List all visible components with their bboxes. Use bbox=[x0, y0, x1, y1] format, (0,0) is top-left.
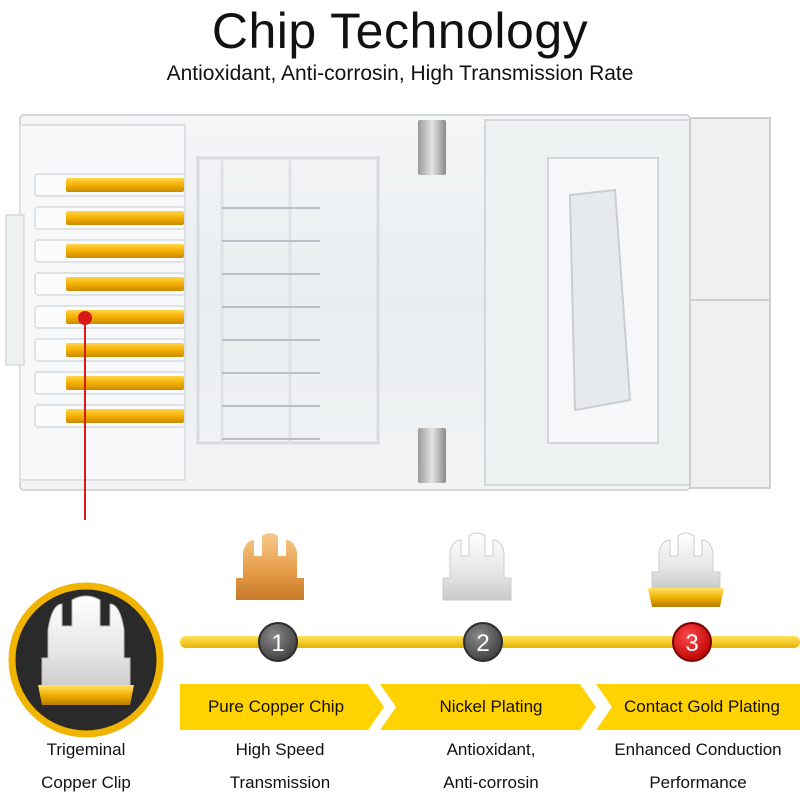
copper-clip-icon bbox=[8, 582, 164, 738]
gold-plated-chip-icon bbox=[648, 532, 724, 607]
nickel-chip-icon bbox=[442, 532, 512, 601]
step-2-caption: Antioxidant, Anti-corrosin bbox=[398, 733, 584, 799]
top-metal-clip bbox=[418, 120, 446, 175]
step-1-label: Pure Copper Chip bbox=[207, 697, 345, 716]
gold-contacts bbox=[34, 173, 320, 440]
gold-contact-pin bbox=[66, 211, 184, 225]
step-2-caption-line1: Antioxidant, bbox=[446, 740, 536, 759]
rear-shield bbox=[689, 117, 771, 489]
copper-chip-icon bbox=[236, 533, 304, 600]
step-1-caption-line1: High Speed bbox=[235, 740, 325, 759]
step-1-number: 1 bbox=[271, 630, 284, 657]
rj45-connector-illustration bbox=[5, 114, 771, 520]
step-2-arrow bbox=[380, 684, 596, 730]
step-3-caption-line1: Enhanced Conduction bbox=[614, 740, 782, 759]
step-3-caption-line2: Performance bbox=[649, 773, 747, 792]
step-1-caption: High Speed Transmission bbox=[190, 733, 370, 799]
step-2-caption-line2: Anti-corrosin bbox=[443, 773, 539, 792]
page-subtitle: Antioxidant, Anti-corrosin, High Transmi… bbox=[166, 62, 634, 85]
gold-contact-pin bbox=[66, 310, 184, 324]
step-2-number: 2 bbox=[476, 630, 489, 657]
step-1-badge: 1 bbox=[258, 622, 298, 662]
step-3-arrow bbox=[596, 684, 800, 730]
gold-contact-pin bbox=[66, 277, 184, 291]
callout-caption-line2: Copper Clip bbox=[41, 773, 131, 792]
latch-tab bbox=[568, 188, 632, 412]
step-1-caption-line2: Transmission bbox=[229, 773, 331, 792]
gold-contact-pin bbox=[66, 409, 184, 423]
step-3-number: 3 bbox=[685, 630, 698, 657]
step-3-badge: 3 bbox=[672, 622, 712, 662]
page-title: Chip Technology bbox=[211, 3, 589, 59]
step-2-badge: 2 bbox=[463, 622, 503, 662]
callout-marker-dot bbox=[78, 311, 92, 325]
step-1-arrow bbox=[180, 684, 384, 730]
bottom-metal-clip bbox=[418, 428, 446, 483]
step-3-caption: Enhanced Conduction Performance bbox=[596, 733, 800, 799]
callout-caption: Trigeminal Copper Clip bbox=[8, 733, 164, 799]
gold-contact-pin bbox=[66, 376, 184, 390]
step-3-label: Contact Gold Plating bbox=[624, 697, 780, 716]
plating-process-graphic: 1 2 3 bbox=[8, 532, 800, 738]
wire-channel-frame bbox=[196, 156, 380, 445]
gold-contact-pin bbox=[66, 343, 184, 357]
connector-front-rib bbox=[5, 214, 25, 366]
step-2-label: Nickel Plating bbox=[439, 697, 543, 716]
gold-contact-pin bbox=[66, 244, 184, 258]
callout-caption-line1: Trigeminal bbox=[46, 740, 126, 759]
gold-contact-pin bbox=[66, 178, 184, 192]
